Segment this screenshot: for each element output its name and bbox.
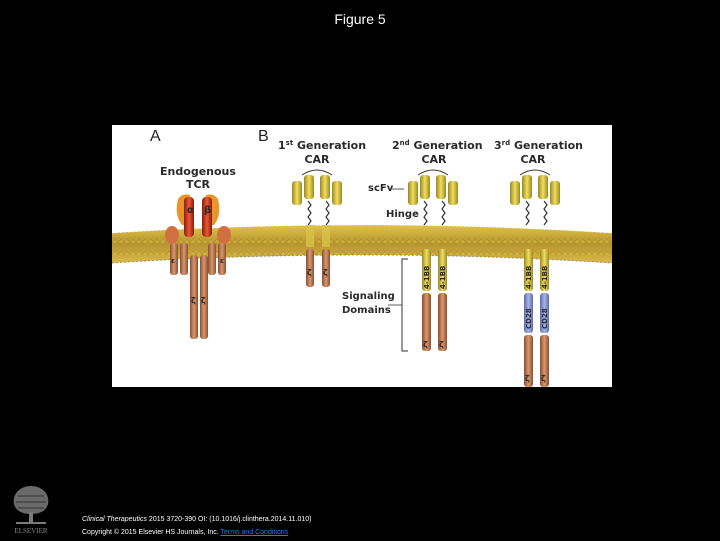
elsevier-tree-icon: ELSEVIER bbox=[6, 478, 56, 536]
panel-b-label: B bbox=[258, 128, 269, 145]
citation-line: Clinical Therapeutics 2015 3720-390 OI: … bbox=[82, 513, 311, 526]
svg-text:ζ: ζ bbox=[323, 268, 328, 277]
third-generation-car: 4-1BB 4-1BB CD28 CD28 ζ ζ bbox=[510, 169, 560, 387]
svg-text:ζ: ζ bbox=[191, 296, 196, 305]
second-generation-car: 4-1BB 4-1BB ζ ζ bbox=[408, 169, 458, 351]
endogenous-label-line2: TCR bbox=[186, 178, 211, 191]
signaling-label-line2: Domains bbox=[342, 305, 391, 316]
copyright-line: Copyright © 2015 Elsevier HS Journals, I… bbox=[82, 526, 311, 539]
svg-text:4-1BB: 4-1BB bbox=[423, 266, 431, 289]
signaling-label-line1: Signaling bbox=[342, 291, 395, 302]
signaling-domains-bracket bbox=[388, 258, 408, 352]
beta-label: β bbox=[204, 205, 211, 216]
gen2-heading: 2nd Generation CAR bbox=[392, 139, 483, 166]
first-generation-car: ζ ζ bbox=[292, 169, 342, 287]
svg-text:ζ: ζ bbox=[307, 268, 312, 277]
hinge-label: Hinge bbox=[386, 209, 419, 220]
svg-text:ζ: ζ bbox=[525, 374, 530, 383]
citation-text: 2015 3720-390 OI: (10.1016/j.clinthera.2… bbox=[146, 516, 312, 523]
svg-text:ζ: ζ bbox=[423, 340, 428, 349]
svg-text:ELSEVIER: ELSEVIER bbox=[14, 527, 47, 535]
svg-text:3rd Generation: 3rd Generation bbox=[494, 139, 583, 152]
svg-text:CAR: CAR bbox=[304, 153, 330, 166]
svg-text:CAR: CAR bbox=[421, 153, 447, 166]
terms-link[interactable]: Terms and Conditions bbox=[220, 529, 289, 536]
svg-text:4-1BB: 4-1BB bbox=[525, 266, 533, 289]
endogenous-tcr: α β ε ε ζ ζ bbox=[165, 194, 231, 339]
elsevier-logo: ELSEVIER bbox=[6, 478, 56, 536]
svg-text:ζ: ζ bbox=[439, 340, 444, 349]
figure-caption: Clinical Therapeutics 2015 3720-390 OI: … bbox=[82, 513, 311, 539]
svg-text:ζ: ζ bbox=[201, 296, 206, 305]
gen3-heading: 3rd Generation CAR bbox=[494, 139, 583, 166]
endogenous-label-line1: Endogenous bbox=[160, 165, 236, 178]
svg-text:CD28: CD28 bbox=[525, 308, 533, 329]
car-diagram-figure: A B Endogenous TCR 1st Generation CAR 2n… bbox=[112, 125, 612, 387]
scfv-label: scFv bbox=[368, 183, 394, 194]
svg-text:ε: ε bbox=[171, 257, 175, 265]
car-diagram-svg: A B Endogenous TCR 1st Generation CAR 2n… bbox=[112, 128, 612, 387]
svg-text:CD28: CD28 bbox=[541, 308, 549, 329]
svg-text:2nd Generation: 2nd Generation bbox=[392, 139, 483, 152]
svg-text:ζ: ζ bbox=[541, 374, 546, 383]
svg-text:CAR: CAR bbox=[520, 153, 546, 166]
alpha-label: α bbox=[187, 205, 194, 216]
svg-text:1st Generation: 1st Generation bbox=[278, 139, 366, 152]
panel-a-label: A bbox=[150, 128, 161, 145]
page-title: Figure 5 bbox=[334, 11, 386, 27]
svg-text:4-1BB: 4-1BB bbox=[439, 266, 447, 289]
copyright-text: Copyright © 2015 Elsevier HS Journals, I… bbox=[82, 529, 221, 536]
svg-text:ε: ε bbox=[220, 257, 224, 265]
journal-name: Clinical Therapeutics bbox=[82, 516, 147, 523]
svg-text:4-1BB: 4-1BB bbox=[541, 266, 549, 289]
gen1-heading: 1st Generation CAR bbox=[278, 139, 366, 166]
